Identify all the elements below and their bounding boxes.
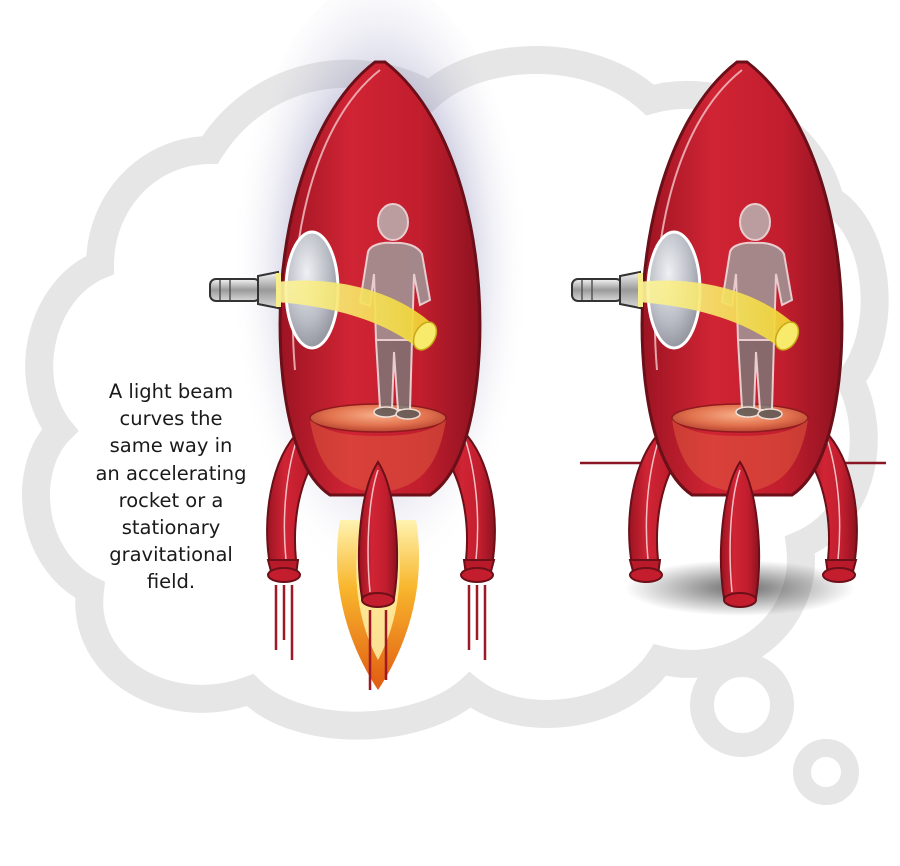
thought-bubble-small	[793, 739, 859, 805]
thought-cloud	[22, 46, 889, 740]
caption-line: stationary	[121, 516, 221, 540]
caption-line: A light beam	[108, 380, 234, 403]
accelerating-rocket	[208, 0, 530, 690]
caption-line: field.	[146, 570, 196, 594]
caption-line: curves the	[119, 407, 223, 431]
caption-line: same way in	[109, 434, 233, 458]
caption-line: an accelerating	[95, 461, 247, 485]
caption: A light beam curves the same way in an a…	[78, 378, 264, 596]
caption-line: gravitational	[109, 543, 233, 567]
caption-line: rocket or a	[118, 488, 224, 512]
thought-bubble	[690, 653, 794, 757]
stationary-rocket	[570, 60, 886, 616]
